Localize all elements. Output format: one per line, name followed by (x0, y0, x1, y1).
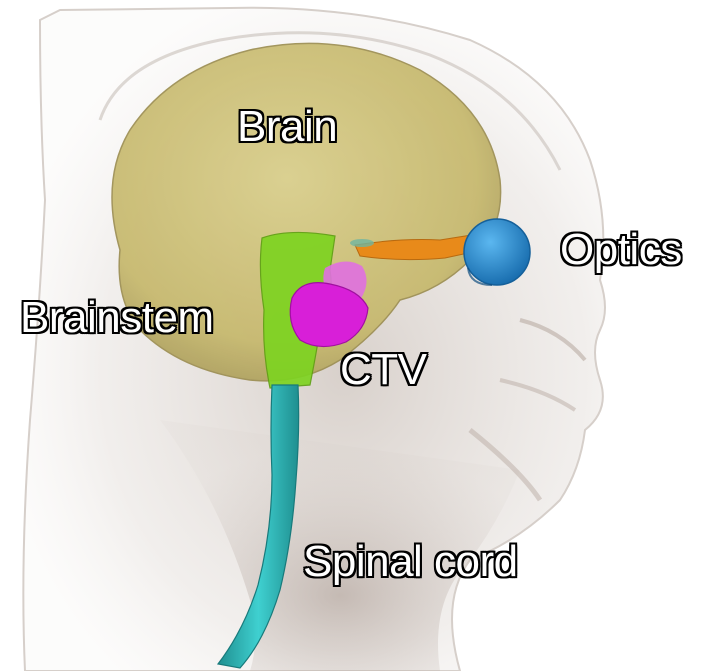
optic-chiasm (350, 239, 374, 247)
label-brainstem: Brainstem (20, 296, 214, 340)
label-ctv: CTV (340, 348, 427, 392)
eye-globe (464, 219, 530, 285)
label-brain: Brain (237, 105, 337, 149)
label-optics: Optics (560, 228, 682, 272)
label-spinal-cord: Spinal cord (303, 540, 518, 584)
